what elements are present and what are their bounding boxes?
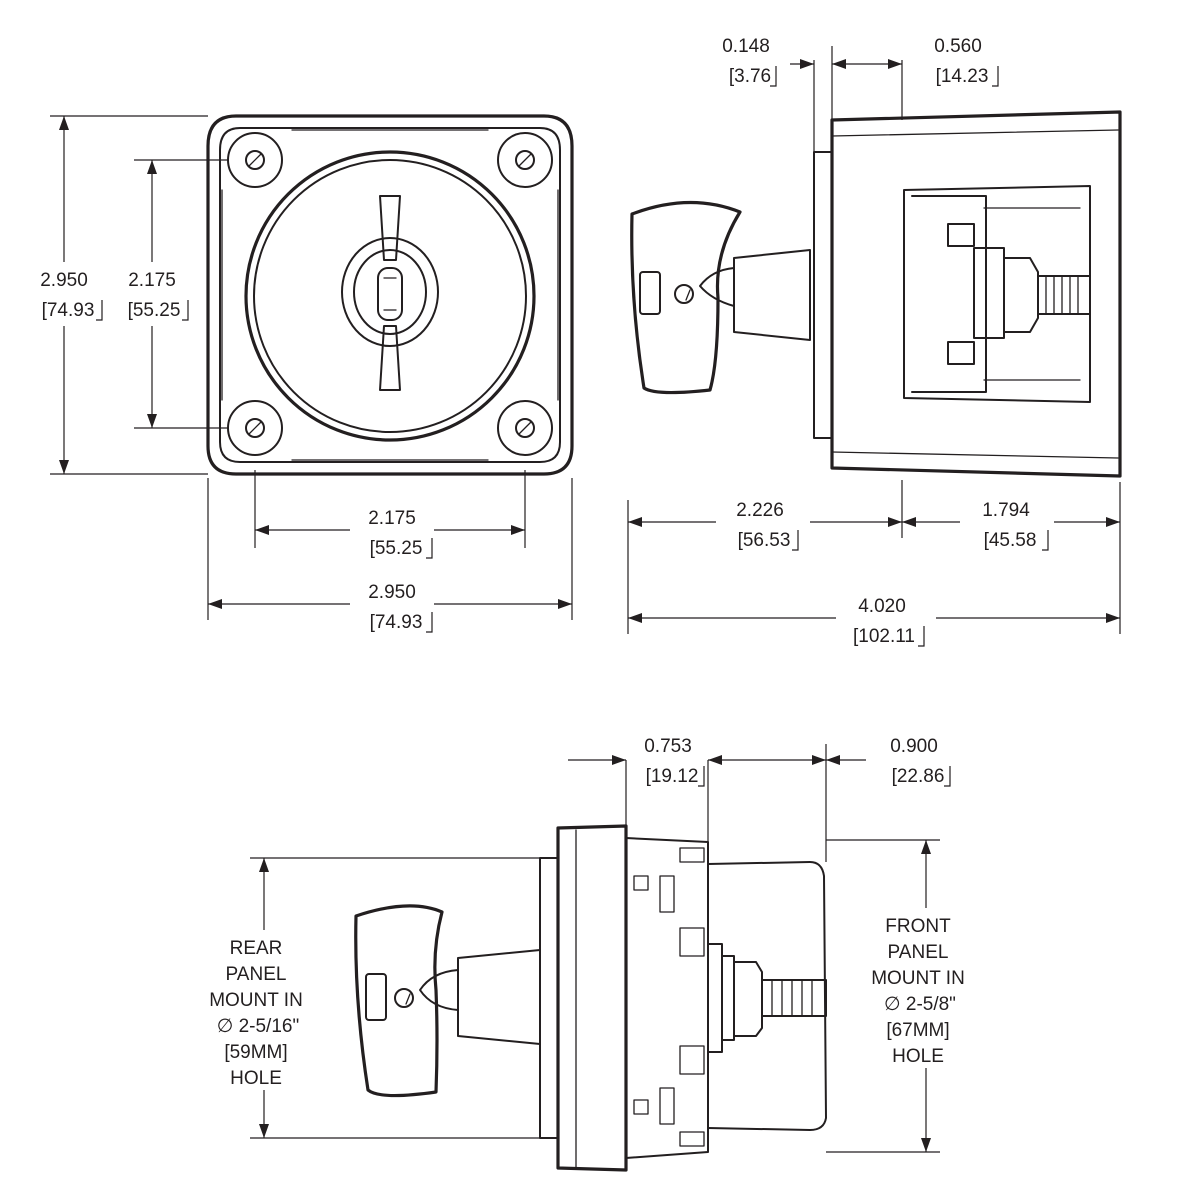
front-mount-line-3: MOUNT IN bbox=[871, 968, 965, 989]
front-width-dimension: 2.950 [74.93 bbox=[368, 582, 433, 633]
side-rear-depth-mm: [45.58 bbox=[984, 530, 1037, 551]
front-hole-vertical-dimension: 2.175 [55.25 bbox=[128, 270, 189, 321]
side-rear-depth-dimension: 1.794 [45.58 bbox=[982, 500, 1049, 551]
dimension-arrows bbox=[59, 59, 1120, 1152]
front-height-mm: [74.93 bbox=[42, 300, 95, 321]
rear-mount-line-3: MOUNT IN bbox=[209, 990, 303, 1011]
bottom-view bbox=[354, 824, 827, 1172]
front-view-housing bbox=[206, 114, 574, 476]
side-overall-length-dimension: 4.020 [102.11 bbox=[853, 596, 925, 647]
front-view bbox=[206, 114, 574, 476]
bottom-view-body bbox=[539, 824, 827, 1172]
rear-mount-line-6: HOLE bbox=[230, 1068, 282, 1089]
side-overall-length-mm: [102.11 bbox=[853, 626, 915, 647]
front-hole-vertical-mm: [55.25 bbox=[128, 300, 181, 321]
side-front-depth-dimension: 2.226 [56.53 bbox=[736, 500, 799, 551]
front-height-dimension: 2.950 [74.93 bbox=[40, 270, 103, 321]
bottom-rear-offset-inch: 0.753 bbox=[644, 736, 692, 757]
side-flange-to-body-dimension: 0.560 [14.23 bbox=[934, 36, 999, 87]
side-view-body bbox=[813, 110, 1122, 478]
bottom-front-offset-dimension: 0.900 [22.86 bbox=[890, 736, 951, 787]
side-rear-depth-inch: 1.794 bbox=[982, 500, 1030, 521]
front-view-rotary-face bbox=[244, 150, 536, 442]
rear-mount-line-5: [59MM] bbox=[224, 1042, 287, 1063]
side-flange-to-body-mm: [14.23 bbox=[936, 66, 989, 87]
side-flange-thickness-inch: 0.148 bbox=[722, 36, 770, 57]
side-view bbox=[630, 110, 1122, 478]
rear-panel-mount-label: REAR PANEL MOUNT IN ∅ 2-5/16" [59MM] HOL… bbox=[209, 938, 303, 1089]
bottom-front-offset-inch: 0.900 bbox=[890, 736, 938, 757]
front-panel-mount-label: FRONT PANEL MOUNT IN ∅ 2-5/8" [67MM] HOL… bbox=[871, 916, 965, 1067]
front-height-inch: 2.950 bbox=[40, 270, 88, 291]
front-mount-line-1: FRONT bbox=[885, 916, 951, 937]
rear-mount-line-2: PANEL bbox=[226, 964, 287, 985]
front-width-inch: 2.950 bbox=[368, 582, 416, 603]
side-flange-thickness-mm: [3.76 bbox=[729, 66, 771, 87]
front-hole-horizontal-mm: [55.25 bbox=[370, 538, 423, 559]
front-mount-line-5: [67MM] bbox=[886, 1020, 949, 1041]
side-front-depth-mm: [56.53 bbox=[738, 530, 791, 551]
bottom-rear-offset-mm: [19.12 bbox=[646, 766, 699, 787]
bottom-rear-offset-dimension: 0.753 [19.12 bbox=[644, 736, 705, 787]
dimension-label-backgrounds bbox=[24, 262, 1054, 1090]
side-view-key bbox=[630, 200, 811, 395]
front-hole-vertical-inch: 2.175 bbox=[128, 270, 176, 291]
side-overall-length-inch: 4.020 bbox=[858, 596, 906, 617]
side-flange-thickness-dimension: 0.148 [3.76 bbox=[722, 36, 777, 87]
bottom-view-key bbox=[354, 904, 541, 1098]
side-flange-to-body-inch: 0.560 bbox=[934, 36, 982, 57]
front-width-mm: [74.93 bbox=[370, 612, 423, 633]
front-hole-horizontal-dimension: 2.175 [55.25 bbox=[368, 508, 433, 559]
front-mount-line-2: PANEL bbox=[888, 942, 949, 963]
front-hole-horizontal-inch: 2.175 bbox=[368, 508, 416, 529]
front-mount-line-6: HOLE bbox=[892, 1046, 944, 1067]
rear-mount-line-4: ∅ 2-5/16" bbox=[217, 1016, 299, 1037]
rear-mount-line-1: REAR bbox=[230, 938, 283, 959]
bottom-front-offset-mm: [22.86 bbox=[892, 766, 945, 787]
side-front-depth-inch: 2.226 bbox=[736, 500, 784, 521]
front-view-mounting-holes bbox=[227, 132, 553, 456]
front-mount-line-4: ∅ 2-5/8" bbox=[884, 994, 956, 1015]
